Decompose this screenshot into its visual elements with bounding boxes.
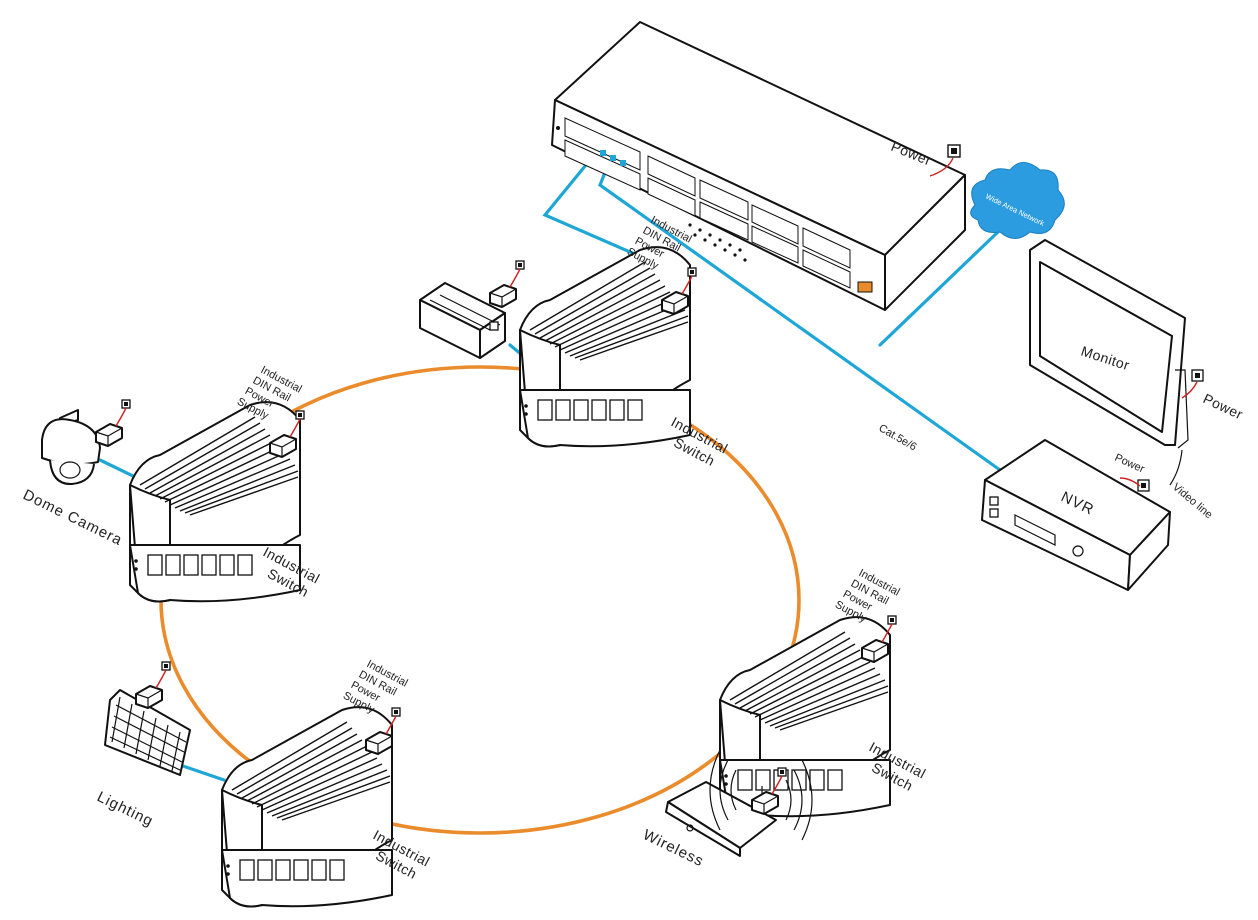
nvr: NVR (981, 439, 1171, 591)
video-line-label: Video line (1170, 481, 1215, 521)
monitor-power-label: Power (1201, 390, 1246, 422)
ring-switch-bottom (221, 706, 393, 908)
monitor: Monitor (1029, 239, 1189, 449)
lighting-power-adapter (135, 661, 171, 709)
nvr-power-socket (1119, 477, 1150, 492)
core-switch (551, 21, 966, 311)
core-switch-power-socket (929, 144, 961, 177)
wireless-label: Wireless (640, 826, 706, 870)
plc-controller (419, 282, 506, 359)
wireless-access-point (665, 749, 813, 857)
dome-camera-label: Dome Camera (20, 486, 125, 549)
dome-camera-power-adapter (95, 399, 131, 447)
cable-type-label: Cat.5e/6 (877, 422, 919, 453)
ring-switch-top (519, 246, 691, 448)
wan-cloud: Wide Area Network (970, 162, 1065, 239)
monitor-power-socket (1181, 369, 1204, 399)
lighting-panel (104, 689, 191, 776)
lighting-label: Lighting (94, 788, 156, 830)
dome-camera (41, 409, 101, 486)
plc-power-adapter (489, 260, 525, 308)
nvr-power-label: Power (1113, 452, 1147, 476)
video-line-cable (1169, 449, 1183, 486)
